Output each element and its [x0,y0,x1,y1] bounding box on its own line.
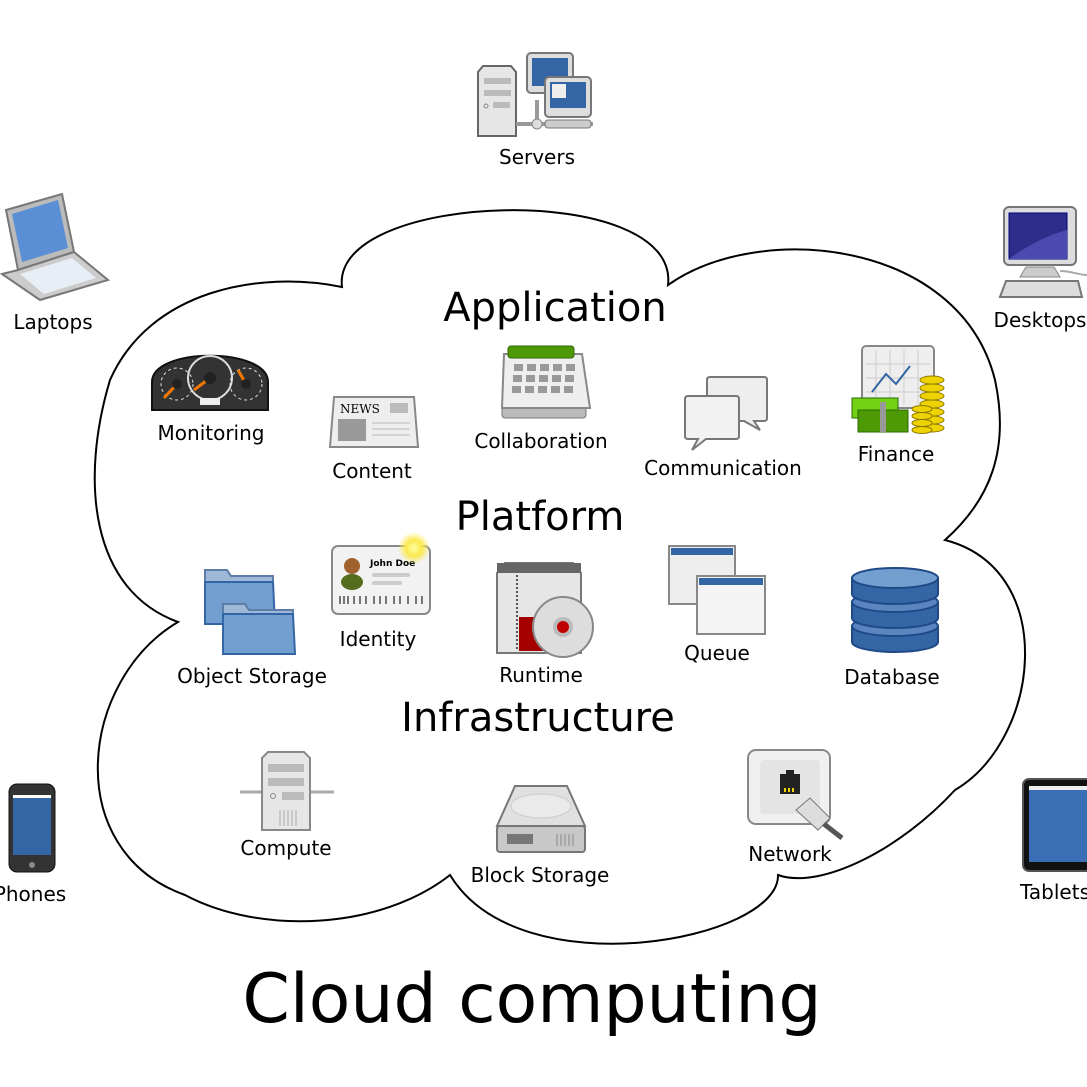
tablet-icon [1022,778,1087,872]
label-content: Content [332,459,412,483]
label-network: Network [748,842,832,866]
news-content-icon: NEWS [328,396,420,448]
servers-icon [477,52,593,137]
label-phones: Phones [0,882,67,906]
label-collaboration: Collaboration [474,429,608,453]
label-block-storage: Block Storage [470,863,610,887]
label-runtime: Runtime [499,663,583,687]
label-object-storage: Object Storage [177,664,327,688]
hard-drive-block-storage-icon [495,785,587,853]
desktop-icon [998,206,1087,298]
monitoring-gauge-icon [151,354,269,411]
label-monitoring: Monitoring [157,421,265,445]
id-card-identity-icon: John Doe [331,532,431,615]
label-communication: Communication [644,456,802,480]
label-compute: Compute [240,836,332,860]
label-servers: Servers [498,145,576,169]
folders-object-storage-icon [204,569,297,655]
layer-application: Application [443,285,667,331]
phone-icon [8,783,56,873]
calendar-collaboration-icon [500,345,592,419]
label-identity: Identity [339,627,417,651]
laptop-icon [0,192,111,302]
network-ethernet-port-icon [747,749,844,840]
label-desktops: Desktops [993,308,1087,332]
label-finance: Finance [857,442,935,466]
database-icon [851,567,939,653]
label-tablets: Tablets [1020,880,1087,904]
queue-windows-icon [668,545,766,635]
label-database: Database [844,665,940,689]
compute-server-tower-icon [240,751,334,831]
runtime-box-disc-icon [496,562,594,658]
label-laptops: Laptops [13,310,93,334]
layer-platform: Platform [455,494,625,540]
layer-infrastructure: Infrastructure [401,695,675,741]
id-name-text: John Doe [369,559,415,569]
news-glyph: NEWS [340,402,380,416]
diagram-title: Cloud computing [242,960,822,1039]
label-queue: Queue [684,641,750,665]
chat-bubbles-icon [684,376,768,451]
finance-chart-money-icon [851,345,945,434]
